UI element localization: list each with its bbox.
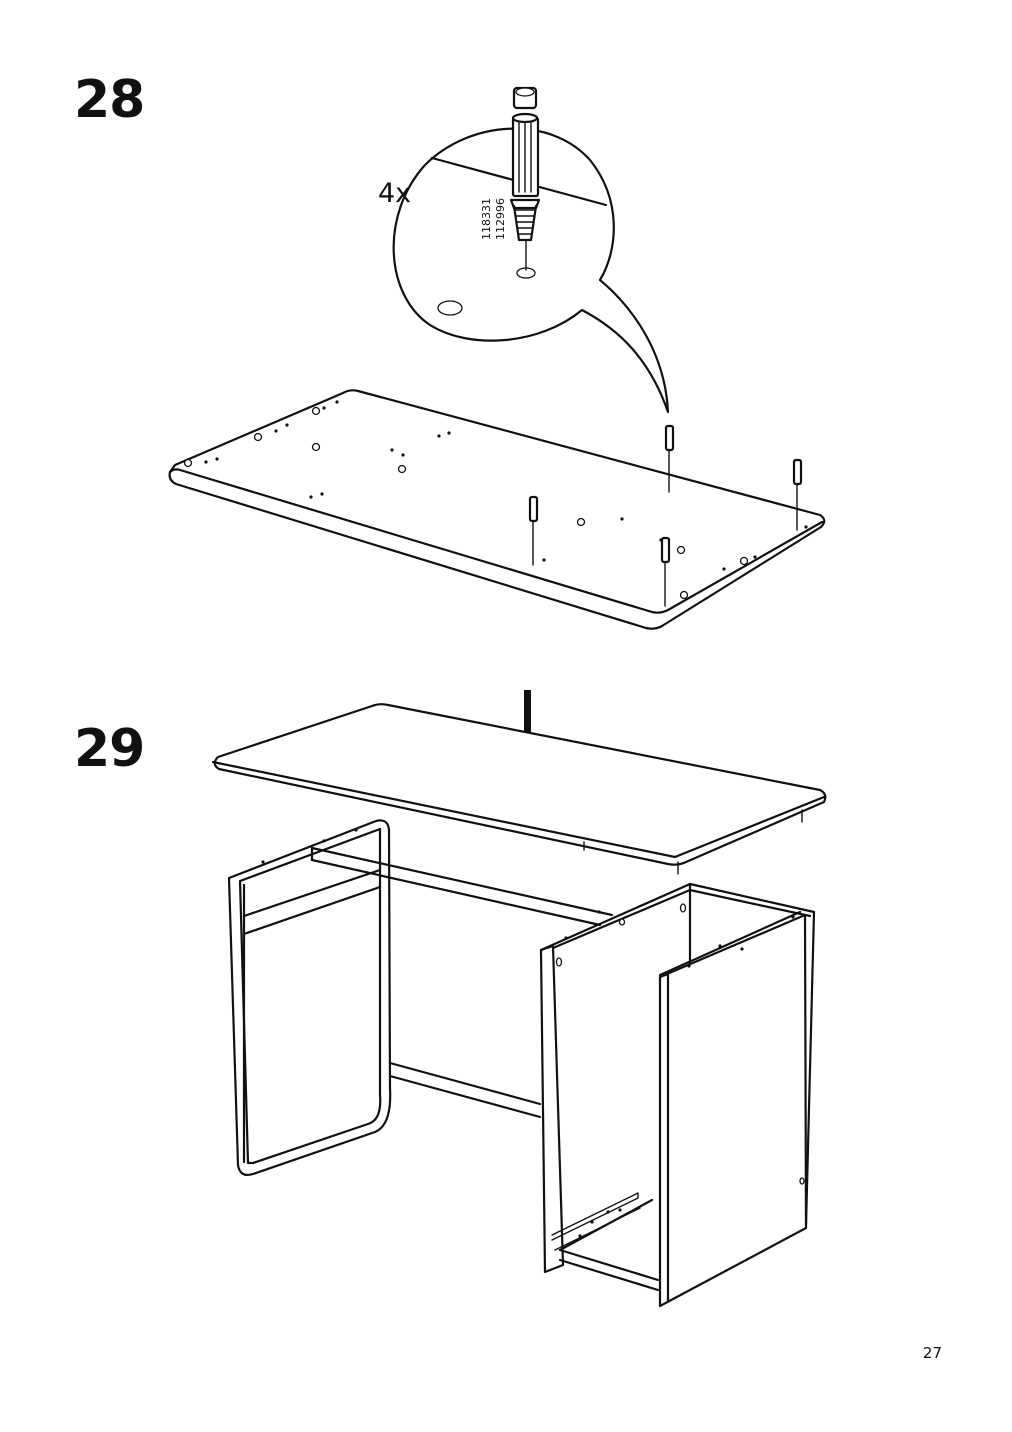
cam-bolt-icon — [509, 86, 541, 242]
quantity-label: 4x — [378, 178, 411, 209]
step-number-28: 28 — [74, 70, 145, 130]
step-28-illustration: 4x 118331 112996 — [168, 86, 826, 630]
drawer-cabinet — [539, 882, 816, 1308]
page-number: 27 — [922, 1344, 942, 1362]
step-number-29: 29 — [74, 719, 145, 779]
metal-frame-leg — [227, 819, 614, 1177]
part-number-2: 112996 — [494, 198, 507, 240]
dowel-icon — [528, 424, 803, 607]
detail-callout: 4x 118331 112996 — [378, 86, 670, 414]
step-29-illustration — [211, 690, 827, 1308]
desk-top — [211, 703, 827, 875]
desk-top-panel — [168, 389, 826, 630]
part-number-1: 118331 — [480, 198, 493, 240]
